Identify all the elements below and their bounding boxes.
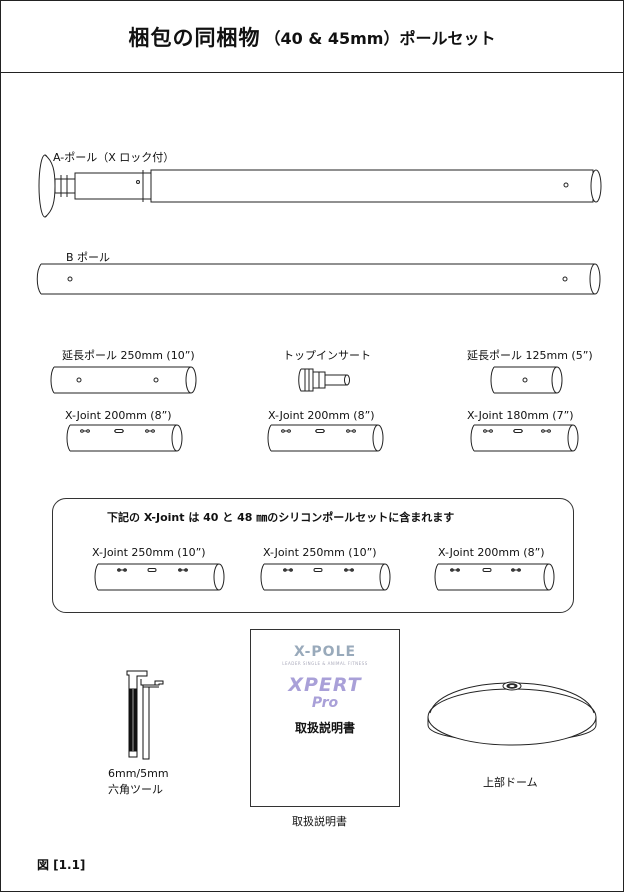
hex-tool-illustration xyxy=(126,670,164,760)
x-joint-200-label-1: X-Joint 200mm (8”) xyxy=(65,409,172,422)
silicone-set-box xyxy=(52,498,574,613)
page-header: 梱包の同梱物 （40 & 45mm）ポールセット xyxy=(1,1,623,73)
manual-product-sub: Pro xyxy=(311,695,339,711)
figure-label: 図 [1.1] xyxy=(37,858,86,872)
top-dome-illustration xyxy=(427,681,597,746)
silicone-x-joint-label-1: X-Joint 250mm (10”) xyxy=(92,546,206,559)
manual-cover-title: 取扱説明書 xyxy=(294,721,355,735)
manual-caption: 取扱説明書 xyxy=(292,815,347,828)
page-title: 梱包の同梱物 xyxy=(128,25,261,50)
top-insert-label: トップインサート xyxy=(283,349,371,362)
hex-tool-name-label: 六角ツール xyxy=(108,783,163,796)
silicone-x-joint-label-3: X-Joint 200mm (8”) xyxy=(438,546,545,559)
x-joint-200-illustration-2 xyxy=(267,424,384,452)
x-joint-180-illustration xyxy=(470,424,579,452)
manual-product: XPERT xyxy=(288,674,362,696)
silicone-x-joint-label-2: X-Joint 250mm (10”) xyxy=(263,546,377,559)
extension-250-illustration xyxy=(50,366,197,394)
manual-illustration: X-POLE LEADER SINGLE & ANIMAL FITNESS XP… xyxy=(250,629,400,807)
hex-tool-size-label: 6mm/5mm xyxy=(108,767,169,780)
x-joint-200-illustration-1 xyxy=(66,424,183,452)
extension-250-label: 延長ポール 250mm (10”) xyxy=(62,349,195,362)
manual-tagline: LEADER SINGLE & ANIMAL FITNESS xyxy=(282,661,368,666)
top-dome-caption: 上部ドーム xyxy=(483,776,538,789)
page-title-sub: （40 & 45mm）ポールセット xyxy=(264,28,496,48)
b-pole-illustration xyxy=(36,263,601,295)
silicone-x-joint-illustration-3 xyxy=(434,563,555,591)
extension-125-label: 延長ポール 125mm (5”) xyxy=(467,349,593,362)
b-pole-label: B ポール xyxy=(66,251,111,264)
extension-125-illustration xyxy=(490,366,563,394)
top-insert-illustration xyxy=(298,368,350,392)
silicone-x-joint-illustration-1 xyxy=(94,563,225,591)
manual-brand: X-POLE xyxy=(293,644,357,660)
x-joint-180-label: X-Joint 180mm (7”) xyxy=(467,409,574,422)
silicone-x-joint-illustration-2 xyxy=(260,563,391,591)
x-joint-200-label-2: X-Joint 200mm (8”) xyxy=(268,409,375,422)
silicone-set-caption: 下記の X-Joint は 40 と 48 ㎜のシリコンポールセットに含まれます xyxy=(107,511,455,524)
a-pole-label: A-ポール（X ロック付） xyxy=(53,151,175,164)
a-pole-illustration xyxy=(38,154,602,218)
